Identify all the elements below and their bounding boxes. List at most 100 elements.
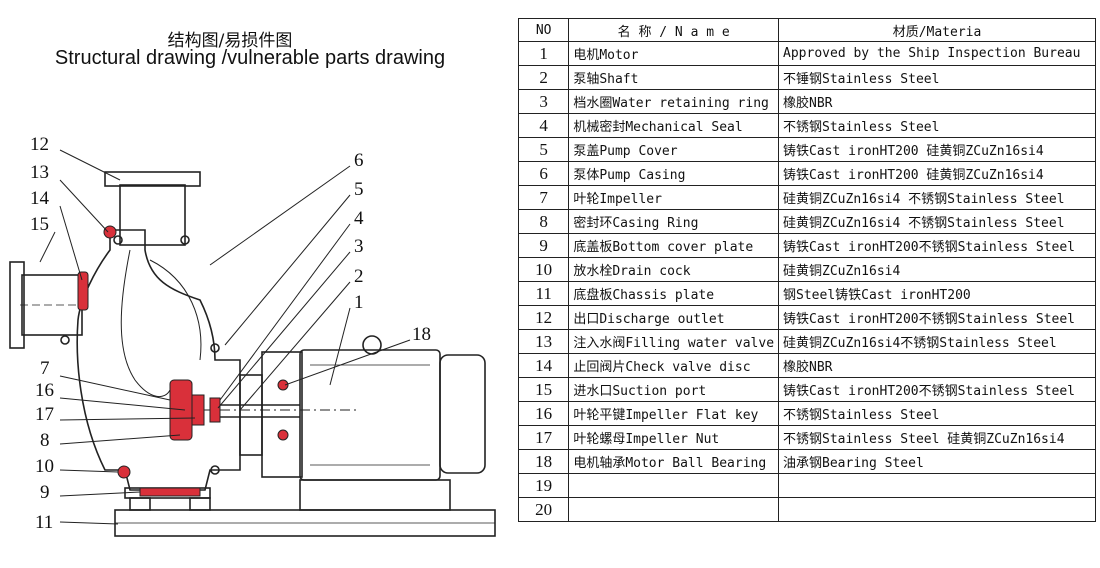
part-material: 不锈钢Stainless Steel xyxy=(778,113,1096,138)
part-number: 5 xyxy=(517,137,570,162)
callout-6: 6 xyxy=(354,150,364,171)
part-material: 不锈钢Stainless Steel 硅黄铜ZCuZn16si4 xyxy=(778,425,1096,450)
callout-4: 4 xyxy=(354,208,364,229)
callout-17: 17 xyxy=(35,404,54,425)
bottom-cover-highlight xyxy=(139,487,201,497)
part-name: 进水口Suction port xyxy=(568,377,780,402)
part-name: 止回阀片Check valve disc xyxy=(568,353,780,378)
part-name: 放水栓Drain cock xyxy=(568,257,780,282)
part-material: Approved by the Ship Inspection Bureau xyxy=(778,41,1096,66)
part-number: 6 xyxy=(517,161,570,186)
drain-cock xyxy=(117,465,131,479)
discharge-pipe xyxy=(119,184,186,246)
header-no: NO xyxy=(517,18,570,42)
check-valve-disc xyxy=(77,271,89,311)
part-name: 档水圈Water retaining ring xyxy=(568,89,780,114)
part-name: 注入水阀Filling water valve xyxy=(568,329,780,354)
part-number: 10 xyxy=(517,257,570,282)
part-material: 铸铁Cast ironHT200 硅黄铜ZCuZn16si4 xyxy=(778,161,1096,186)
callout-18: 18 xyxy=(412,324,431,345)
part-number: 11 xyxy=(517,281,570,306)
casing-ring xyxy=(191,394,205,426)
part-number: 8 xyxy=(517,209,570,234)
part-number: 19 xyxy=(517,473,570,498)
callout-3: 3 xyxy=(354,236,364,257)
part-material: 橡胶NBR xyxy=(778,353,1096,378)
part-material xyxy=(778,473,1096,498)
part-name: 底盘板Chassis plate xyxy=(568,281,780,306)
header-name: 名 称 / N a m e xyxy=(568,18,780,42)
part-material: 硅黄铜ZCuZn16si4 xyxy=(778,257,1096,282)
part-material: 铸铁Cast ironHT200不锈钢Stainless Steel xyxy=(778,233,1096,258)
callout-16: 16 xyxy=(35,380,54,401)
pump-drawing: 12 13 14 15 7 16 17 8 10 9 11 6 5 4 3 2 … xyxy=(9,134,496,537)
part-material: 硅黄铜ZCuZn16si4不锈钢Stainless Steel xyxy=(778,329,1096,354)
header-material: 材质/Materia xyxy=(778,18,1096,42)
part-material: 橡胶NBR xyxy=(778,89,1096,114)
discharge-flange xyxy=(104,171,201,187)
motor-flange xyxy=(261,351,303,478)
part-number: 12 xyxy=(517,305,570,330)
table-row: 19 xyxy=(517,473,1096,498)
part-material xyxy=(778,497,1096,522)
drawing-title-en: Structural drawing /vulnerable parts dra… xyxy=(54,47,446,69)
table-header-row: NO 名 称 / N a m e 材质/Materia xyxy=(517,18,1096,42)
part-number: 14 xyxy=(517,353,570,378)
part-number: 7 xyxy=(517,185,570,210)
part-name: 泵盖Pump Cover xyxy=(568,137,780,162)
part-name: 出口Discharge outlet xyxy=(568,305,780,330)
part-name: 叶轮平键Impeller Flat key xyxy=(568,401,780,426)
part-number: 15 xyxy=(517,377,570,402)
part-number: 1 xyxy=(517,41,570,66)
callout-13: 13 xyxy=(30,162,49,183)
part-name: 密封环Casing Ring xyxy=(568,209,780,234)
part-name: 泵体Pump Casing xyxy=(568,161,780,186)
motor-bearing xyxy=(277,379,289,391)
part-material: 铸铁Cast ironHT200 硅黄铜ZCuZn16si4 xyxy=(778,137,1096,162)
table-row: 20 xyxy=(517,497,1096,522)
part-number: 18 xyxy=(517,449,570,474)
part-name xyxy=(568,497,780,522)
callout-15: 15 xyxy=(30,214,49,235)
part-material: 不锤钢Stainless Steel xyxy=(778,65,1096,90)
part-name: 电机轴承Motor Ball Bearing xyxy=(568,449,780,474)
part-number: 9 xyxy=(517,233,570,258)
callout-11: 11 xyxy=(35,512,53,533)
drawing-panel: 结构图/易损件图 Structural drawing /vulnerable … xyxy=(0,0,510,568)
part-number: 13 xyxy=(517,329,570,354)
part-material: 铸铁Cast ironHT200不锈钢Stainless Steel xyxy=(778,377,1096,402)
part-name: 底盖板Bottom cover plate xyxy=(568,233,780,258)
callout-12: 12 xyxy=(30,134,49,155)
part-number: 20 xyxy=(517,497,570,522)
motor-body xyxy=(299,349,441,481)
callout-2: 2 xyxy=(354,266,364,287)
part-name: 泵轴Shaft xyxy=(568,65,780,90)
part-name: 叶轮Impeller xyxy=(568,185,780,210)
motor-fan-cover xyxy=(439,354,486,474)
part-name: 电机Motor xyxy=(568,41,780,66)
motor-bearing-2 xyxy=(277,429,289,441)
part-material: 油承钢Bearing Steel xyxy=(778,449,1096,474)
callout-10: 10 xyxy=(35,456,54,477)
callout-1: 1 xyxy=(354,292,364,313)
part-number: 16 xyxy=(517,401,570,426)
callout-7: 7 xyxy=(40,358,50,379)
